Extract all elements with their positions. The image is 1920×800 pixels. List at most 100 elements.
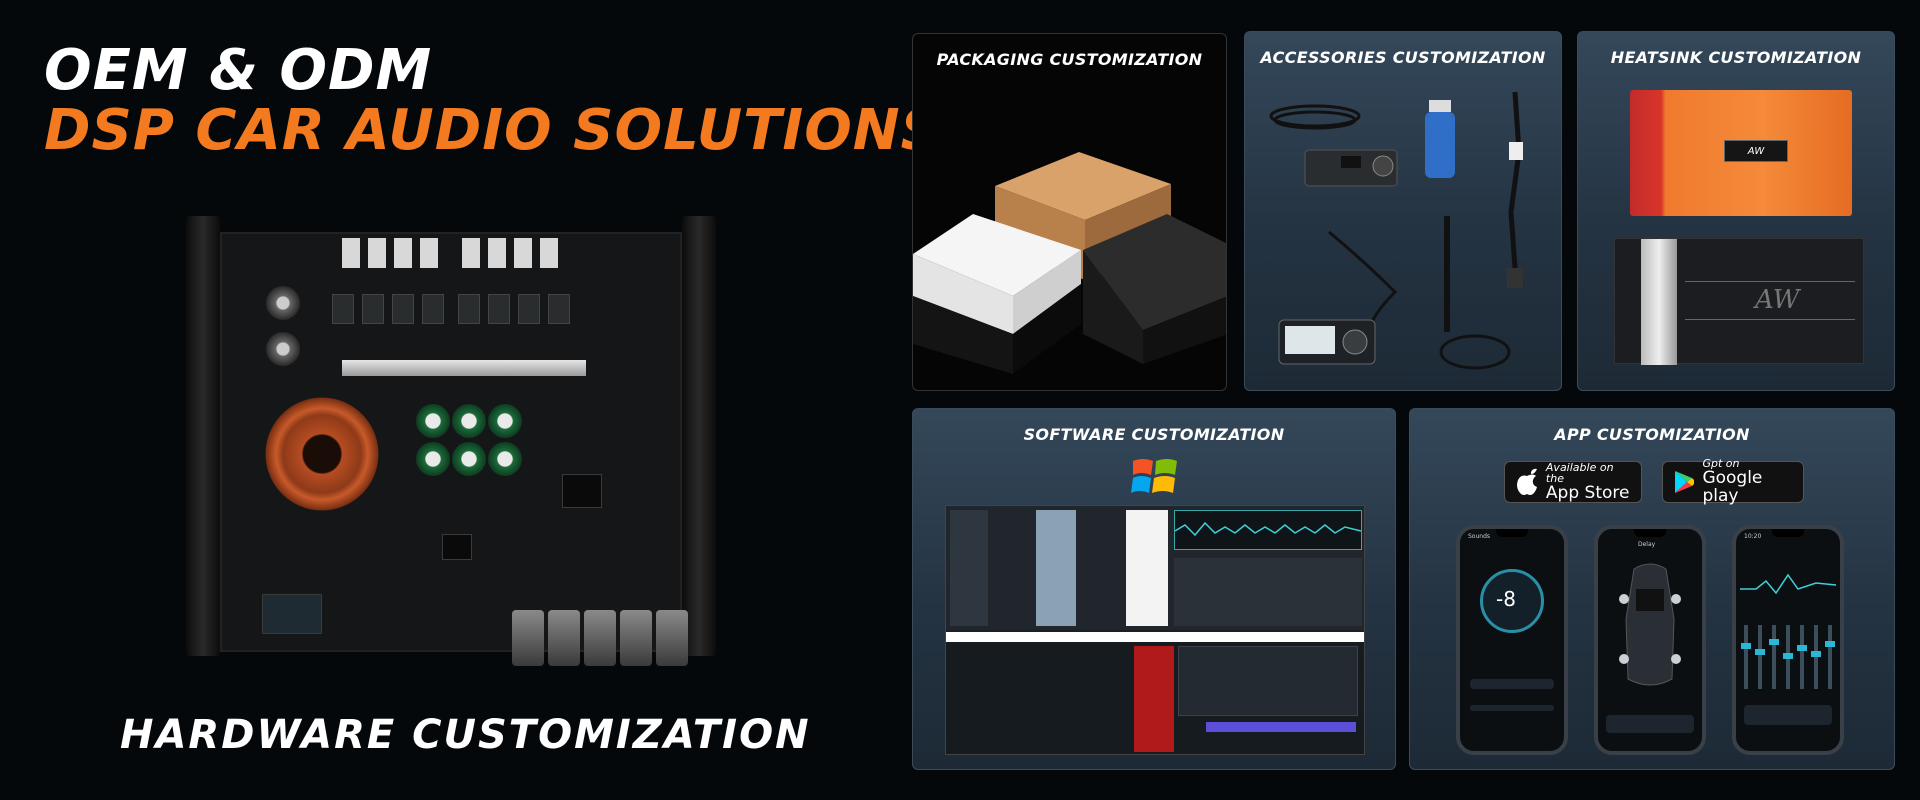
terminal bbox=[420, 238, 438, 268]
terminal bbox=[540, 238, 558, 268]
harness-plug bbox=[1507, 268, 1523, 288]
sw-list-panel bbox=[1036, 510, 1076, 626]
accessories-illustration bbox=[1269, 91, 1523, 370]
terminal bbox=[462, 238, 480, 268]
software-panel: SOFTWARE CUSTOMIZATION AW bbox=[912, 408, 1396, 770]
heat-bar bbox=[342, 360, 586, 376]
volume-value: -8 bbox=[1496, 587, 1516, 611]
sw-red-channel bbox=[1134, 646, 1174, 752]
rca-plug bbox=[656, 610, 688, 666]
app-store-big-text: App Store bbox=[1545, 482, 1630, 503]
phone-notch bbox=[1496, 529, 1528, 537]
groove bbox=[1685, 281, 1855, 282]
lcd-screen bbox=[1285, 326, 1335, 354]
terminal bbox=[342, 238, 360, 268]
terminal bbox=[368, 238, 386, 268]
sw-eq-curve bbox=[1174, 510, 1362, 550]
white-box-front bbox=[913, 254, 1013, 334]
relay bbox=[548, 294, 570, 324]
google-play-badge[interactable]: Gpt on Google play bbox=[1662, 458, 1804, 506]
sw-eq-grid bbox=[1178, 646, 1358, 716]
relay bbox=[392, 294, 414, 324]
terminal bbox=[514, 238, 532, 268]
harness-plug bbox=[1509, 142, 1523, 160]
panel-title: APP CUSTOMIZATION bbox=[1554, 425, 1750, 444]
phone-bar bbox=[1744, 705, 1832, 725]
rca-plug bbox=[584, 610, 616, 666]
app-store-badge[interactable]: Available on the App Store bbox=[1504, 461, 1642, 503]
phone-bar bbox=[1470, 705, 1554, 711]
black-box-front bbox=[1083, 250, 1143, 364]
accessories-panel: ACCESSORIES CUSTOMIZATION bbox=[1244, 31, 1562, 391]
sw-brand-logo: AW bbox=[1330, 634, 1349, 645]
capacitor bbox=[416, 442, 450, 476]
cable-coil bbox=[1269, 104, 1361, 128]
relay bbox=[332, 294, 354, 324]
relay bbox=[518, 294, 540, 324]
ic-chip bbox=[442, 534, 472, 560]
white-box-base-side bbox=[1013, 284, 1081, 374]
panel-title: HEATSINK CUSTOMIZATION bbox=[1610, 48, 1862, 67]
wire-harness bbox=[1508, 91, 1522, 269]
headline-oem-odm: OEM & ODM bbox=[44, 38, 433, 103]
heatsink-rail-left bbox=[186, 216, 220, 656]
dsp-chip bbox=[562, 474, 602, 508]
circuit-board bbox=[220, 232, 682, 652]
capacitor bbox=[452, 442, 486, 476]
hardware-customization-label: HARDWARE CUSTOMIZATION bbox=[120, 712, 811, 758]
sw-channel-strip bbox=[1206, 722, 1356, 732]
google-play-big-text: Google play bbox=[1702, 467, 1763, 506]
phone-volume-screen: Sounds -8 bbox=[1456, 525, 1568, 755]
phone-notch bbox=[1772, 529, 1804, 537]
white-box-base bbox=[913, 296, 1013, 374]
toroid-coil bbox=[262, 394, 382, 514]
boxes-illustration bbox=[913, 152, 1226, 374]
kraft-box-top bbox=[995, 152, 1171, 220]
phone-notch bbox=[1634, 529, 1666, 537]
panel-title: ACCESSORIES CUSTOMIZATION bbox=[1260, 48, 1546, 67]
silver-stripe bbox=[1641, 239, 1677, 365]
cable-coil bbox=[1273, 110, 1357, 130]
capacitor bbox=[266, 286, 300, 320]
google-play-icon bbox=[1675, 471, 1695, 493]
volume-dial bbox=[1480, 569, 1544, 633]
software-screenshot: AW bbox=[945, 505, 1365, 755]
capacitor bbox=[488, 442, 522, 476]
phone-header-text: Sounds bbox=[1468, 533, 1491, 540]
heatsink-panel: HEATSINK CUSTOMIZATION AW AW bbox=[1577, 31, 1895, 391]
sw-graph-panel bbox=[1126, 510, 1168, 626]
groove bbox=[1685, 319, 1855, 320]
dsp-board-image bbox=[186, 212, 716, 672]
capacitor bbox=[266, 332, 300, 366]
sw-screen-bottom: AW bbox=[946, 632, 1364, 754]
rca-plug bbox=[548, 610, 580, 666]
heatsink-logo-plate: AW bbox=[1724, 140, 1788, 162]
packaging-panel: PACKAGING CUSTOMIZATION bbox=[912, 33, 1227, 391]
relay bbox=[458, 294, 480, 324]
rca-plug bbox=[620, 610, 652, 666]
usb-connector bbox=[1429, 100, 1451, 112]
eq-curve bbox=[1740, 573, 1837, 595]
connector-block bbox=[262, 594, 322, 634]
headline-dsp-solutions: DSP CAR AUDIO SOLUTIONS bbox=[44, 98, 942, 163]
sw-sidebar bbox=[950, 510, 988, 626]
black-box-top bbox=[1083, 214, 1226, 330]
rca-plug bbox=[512, 610, 544, 666]
eq-sliders bbox=[1741, 625, 1835, 689]
panel-title: PACKAGING CUSTOMIZATION bbox=[936, 50, 1203, 69]
heatsink-aw-logo: AW bbox=[1755, 285, 1800, 315]
heatsink-rail-right bbox=[682, 216, 716, 656]
sw-menubar bbox=[946, 632, 1364, 642]
phone-time: 10:20 bbox=[1744, 533, 1762, 540]
capacitor bbox=[488, 404, 522, 438]
phone-bar bbox=[1470, 679, 1554, 689]
phone-screen-title: Delay bbox=[1638, 541, 1656, 548]
white-box-top bbox=[913, 214, 1081, 296]
phone-bar bbox=[1606, 715, 1694, 733]
relay bbox=[488, 294, 510, 324]
sw-screen-top bbox=[946, 506, 1364, 630]
app-store-small-text: Available on the bbox=[1545, 460, 1614, 486]
sw-fader-bank bbox=[1174, 558, 1362, 626]
antenna-cable bbox=[1439, 334, 1511, 370]
terminal bbox=[488, 238, 506, 268]
